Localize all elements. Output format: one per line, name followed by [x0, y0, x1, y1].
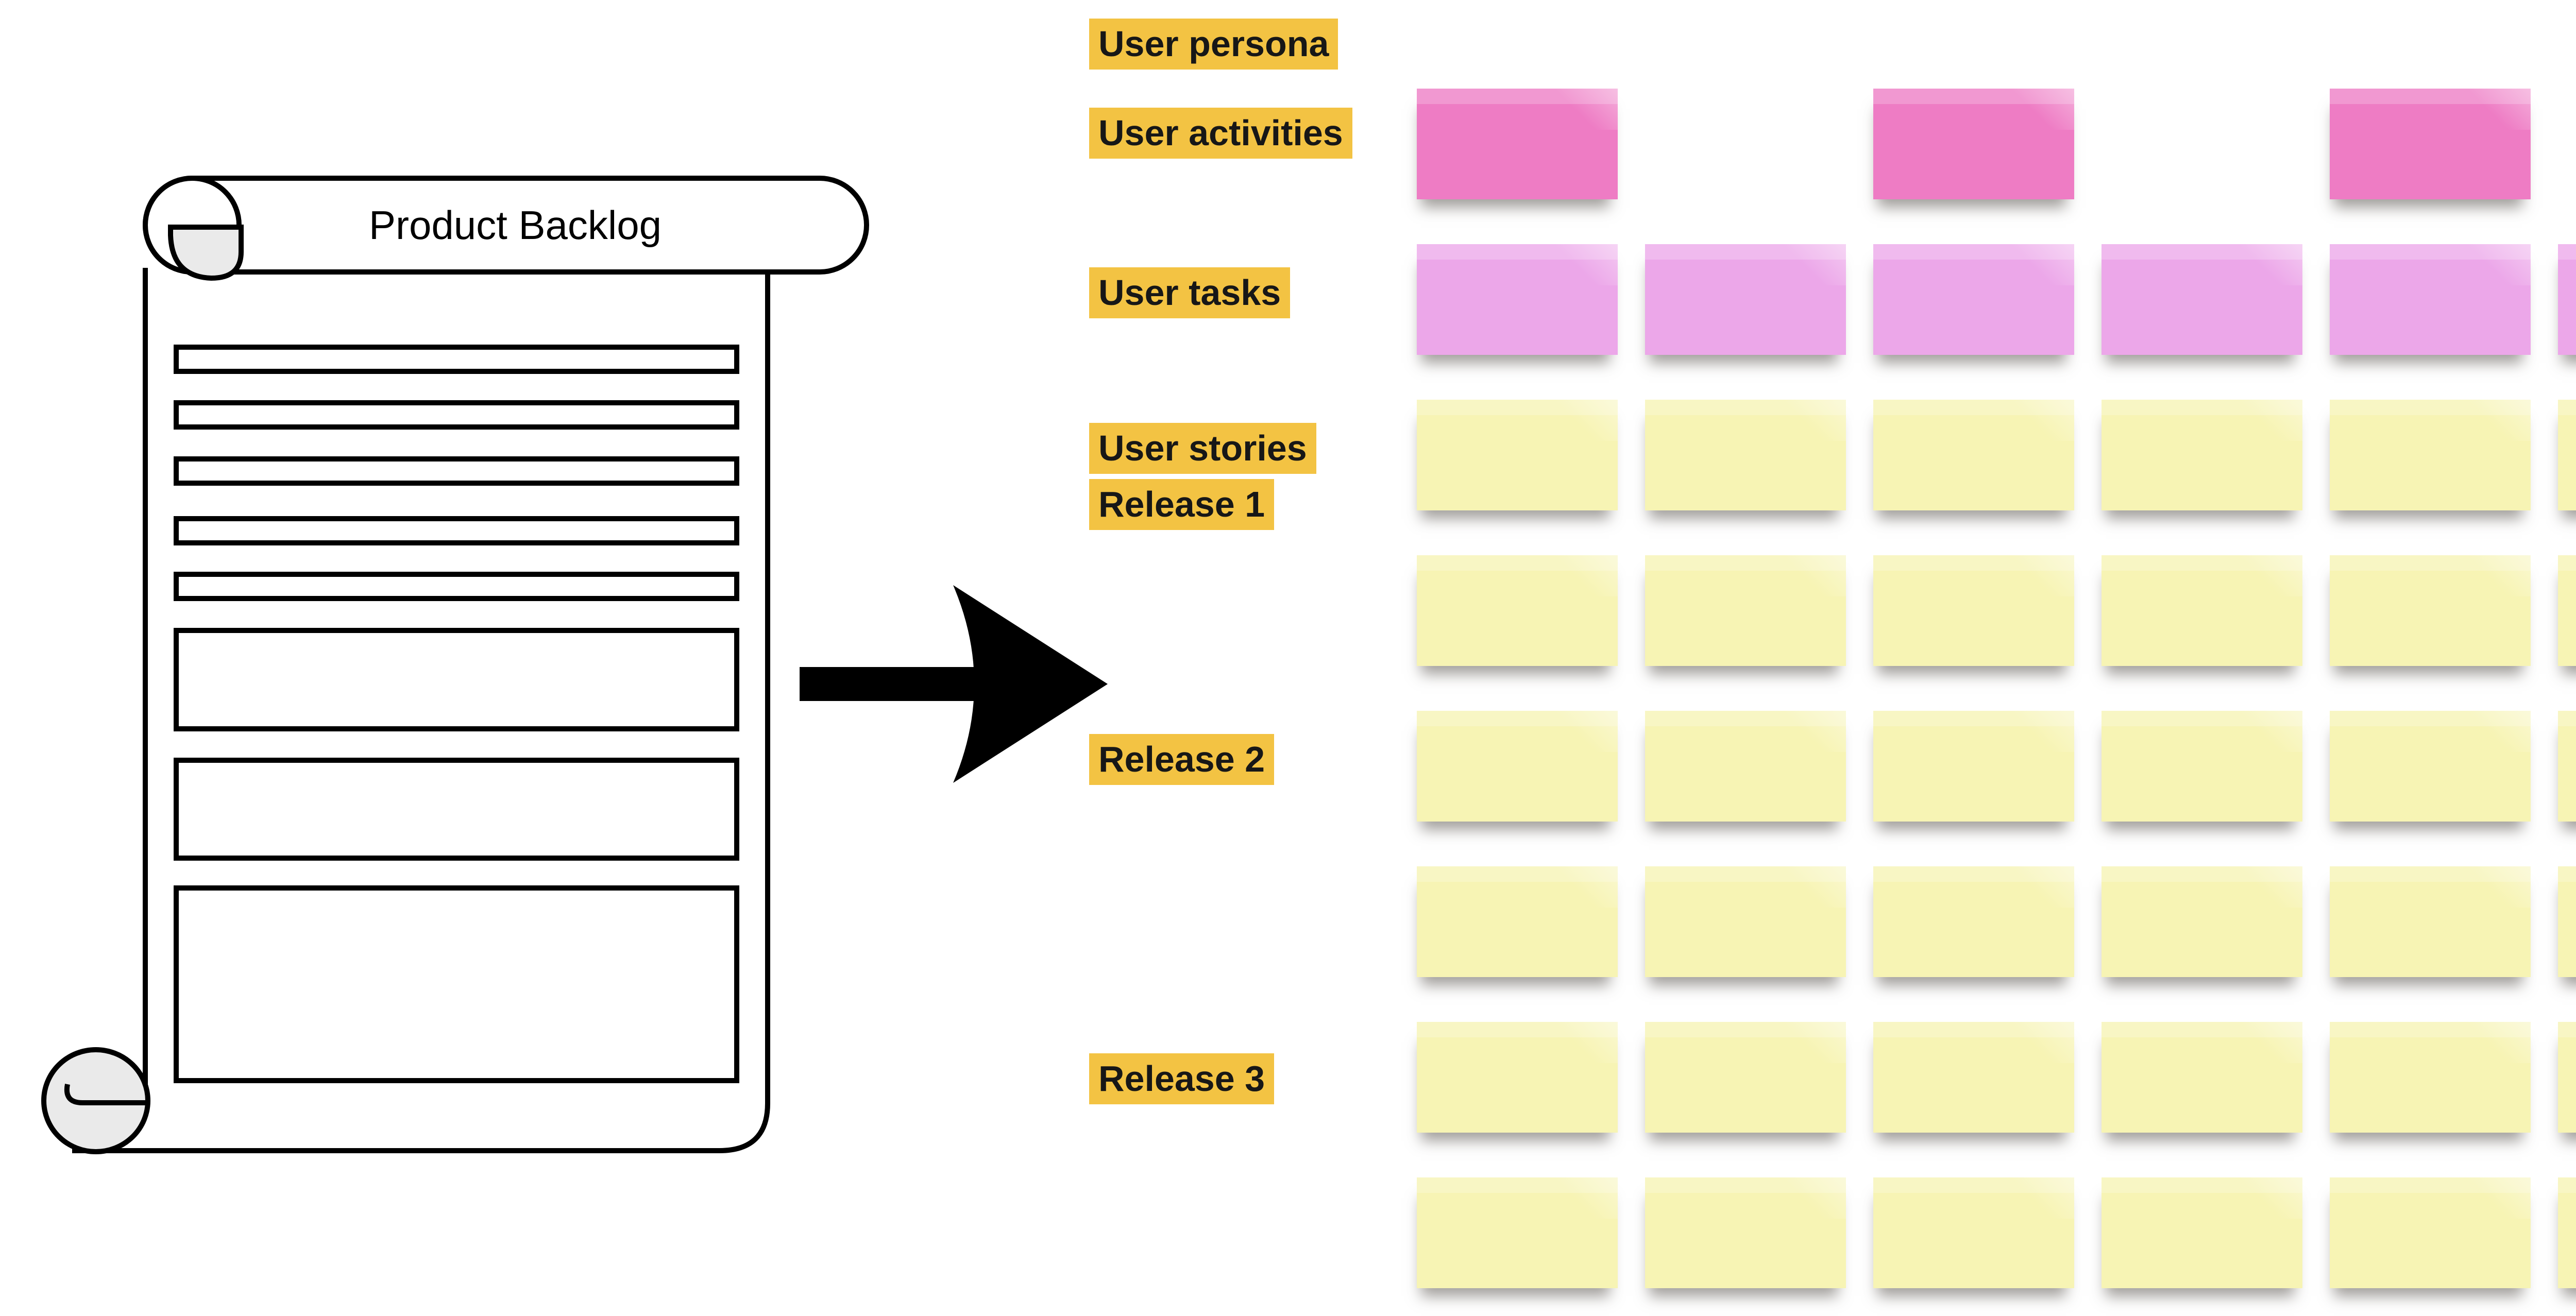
sticky-note-user-stories-release-3: [1873, 1022, 2074, 1133]
scroll-header-fold: [168, 225, 244, 281]
scroll-bottom-curl-hook: [64, 1084, 146, 1105]
sticky-note-user-stories-release-1: [1873, 555, 2074, 666]
label-user-stories: User stories: [1089, 423, 1316, 474]
arrow-icon: [800, 585, 1108, 783]
sticky-note-user-stories-release-3: [2102, 1022, 2302, 1133]
backlog-block-item: [174, 758, 739, 861]
sticky-note-user-stories-release-2: [2102, 866, 2302, 977]
backlog-line-item: [174, 456, 739, 486]
arrow-shaft: [800, 667, 975, 701]
scroll-sheet-right-bottom-edge: [72, 268, 770, 1153]
backlog-line-item: [174, 345, 739, 374]
sticky-note-user-tasks: [1873, 244, 2074, 355]
sticky-note-user-stories-release-2: [2558, 866, 2576, 977]
sticky-note-user-stories-release-3: [1645, 1177, 1846, 1288]
sticky-note-user-stories-release-3: [2330, 1022, 2531, 1133]
sticky-note-user-stories-release-1: [2102, 400, 2302, 510]
sticky-note-user-stories-release-2: [1417, 866, 1618, 977]
arrow-head: [953, 585, 1108, 783]
label-user-activities: User activities: [1089, 108, 1352, 159]
sticky-note-user-stories-release-2: [2330, 866, 2531, 977]
sticky-note-user-stories-release-3: [2102, 1177, 2302, 1288]
sticky-note-user-tasks: [2102, 244, 2302, 355]
sticky-note-user-tasks: [2558, 244, 2576, 355]
sticky-note-user-stories-release-1: [1417, 555, 1618, 666]
label-release-3: Release 3: [1089, 1053, 1275, 1104]
sticky-note-user-stories-release-3: [1645, 1022, 1846, 1133]
sticky-note-user-stories-release-2: [1645, 866, 1846, 977]
sticky-note-user-stories-release-2: [1645, 711, 1846, 822]
sticky-note-user-stories-release-3: [2330, 1177, 2531, 1288]
sticky-note-user-tasks: [2330, 244, 2531, 355]
backlog-line-item: [174, 572, 739, 601]
sticky-note-user-stories-release-2: [2558, 711, 2576, 822]
backlog-large-block-item: [174, 885, 739, 1083]
sticky-note-user-stories-release-1: [1417, 400, 1618, 510]
sticky-note-user-stories-release-1: [1873, 400, 2074, 510]
sticky-note-user-stories-release-1: [1645, 400, 1846, 510]
sticky-note-user-stories-release-1: [2330, 400, 2531, 510]
sticky-note-user-stories-release-3: [2558, 1177, 2576, 1288]
sticky-note-user-stories-release-1: [2330, 555, 2531, 666]
sticky-note-user-tasks: [1645, 244, 1846, 355]
product-backlog-scroll: Product Backlog: [41, 176, 869, 1154]
sticky-note-user-stories-release-2: [1873, 711, 2074, 822]
sticky-note-user-tasks: [1417, 244, 1618, 355]
label-release-2: Release 2: [1089, 734, 1275, 785]
sticky-note-user-activities: [1873, 89, 2074, 199]
sticky-note-user-stories-release-2: [1873, 866, 2074, 977]
sticky-note-user-stories-release-3: [1417, 1022, 1618, 1133]
backlog-line-item: [174, 400, 739, 430]
scroll-title: Product Backlog: [369, 202, 662, 248]
sticky-note-user-stories-release-2: [2330, 711, 2531, 822]
sticky-note-user-stories-release-1: [2102, 555, 2302, 666]
label-user-persona: User persona: [1089, 19, 1338, 70]
label-user-tasks: User tasks: [1089, 267, 1291, 318]
sticky-note-user-activities: [2330, 89, 2531, 199]
sticky-note-user-stories-release-1: [1645, 555, 1846, 666]
backlog-line-item: [174, 516, 739, 545]
backlog-block-item: [174, 628, 739, 731]
sticky-note-user-stories-release-1: [2558, 555, 2576, 666]
label-release-1: Release 1: [1089, 479, 1275, 530]
sticky-note-user-stories-release-1: [2558, 400, 2576, 510]
sticky-note-user-stories-release-3: [1873, 1177, 2074, 1288]
left-illustration: Product Backlog: [41, 176, 1108, 1154]
sticky-note-user-stories-release-3: [2558, 1022, 2576, 1133]
sticky-note-user-stories-release-2: [1417, 711, 1618, 822]
sticky-note-user-activities: [1417, 89, 1618, 199]
sticky-note-user-stories-release-3: [1417, 1177, 1618, 1288]
sticky-note-user-stories-release-2: [2102, 711, 2302, 822]
